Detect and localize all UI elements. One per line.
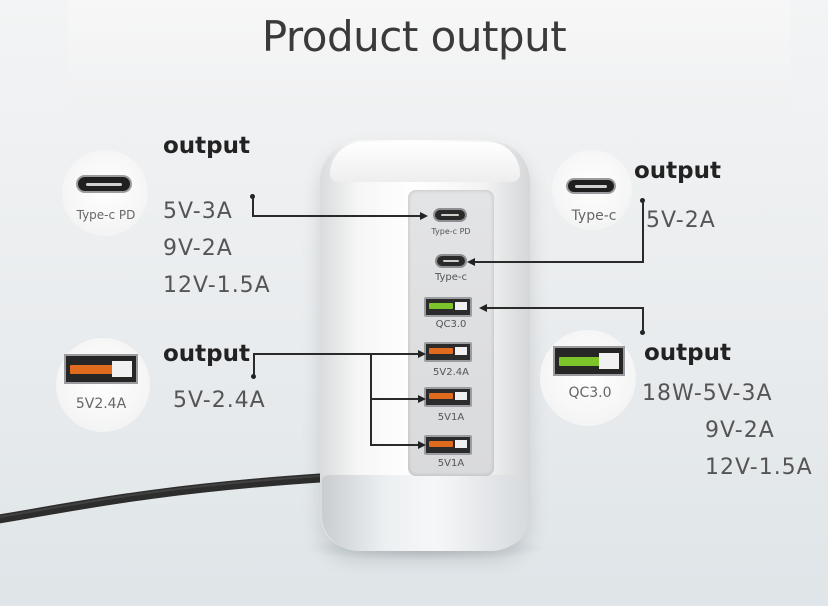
port-5v1a-2-contacts (455, 440, 467, 448)
connector-line-qc3-v (642, 308, 644, 333)
spec-right-bottom-1: 18W-5V-3A (642, 381, 773, 406)
port-type-c (435, 254, 467, 268)
port-5v1a-2 (424, 435, 472, 455)
port-label-type-c: Type-c (434, 272, 468, 283)
page-title: Product output (261, 12, 567, 61)
port-qc3-tongue (429, 303, 453, 309)
connector-line-qc3-h (486, 307, 644, 309)
connector-line-type-c-v (642, 200, 644, 262)
connector-line-usb-h1 (253, 353, 420, 355)
usb-5v2-4a-icon (64, 354, 138, 384)
spec-left-bottom-1: 5V-2.4A (173, 388, 266, 413)
charger-top-cap (330, 142, 520, 182)
port-5v2-4a-tongue (429, 348, 453, 354)
port-qc3 (424, 297, 472, 317)
connector-line-pd-h (252, 215, 422, 217)
connector-line-pd-v (252, 196, 254, 216)
charger-base (322, 475, 528, 551)
connector-line-usb-v1 (253, 354, 255, 376)
port-label-5v1a-1: 5V1A (437, 412, 465, 423)
heading-output-right-bottom: output (644, 340, 732, 366)
type-c-pd-icon (76, 175, 132, 193)
icon-circle-type-c-pd (62, 150, 148, 236)
connector-line-type-c-h (474, 261, 644, 263)
port-5v1a-1-tongue (429, 393, 453, 399)
icon-label-5v2-4a: 5V2.4A (75, 396, 127, 412)
title-band (68, 0, 790, 108)
usb-qc3-icon (553, 346, 625, 376)
connector-dot-usb (251, 374, 256, 379)
connector-arrow-type-c (467, 258, 475, 266)
port-qc3-contacts (455, 302, 467, 310)
spec-right-bottom-3: 12V-1.5A (705, 455, 813, 480)
icon-circle-qc3 (540, 330, 636, 426)
icon-label-type-c-pd: Type-c PD (76, 208, 136, 222)
spec-left-top-1: 5V-3A (163, 199, 233, 224)
spec-left-top-2: 9V-2A (163, 236, 233, 261)
port-label-5v1a-2: 5V1A (437, 458, 465, 469)
spec-left-top-3: 12V-1.5A (163, 273, 271, 298)
port-panel (408, 190, 494, 476)
port-label-type-c-pd: Type-c PD (431, 227, 471, 236)
port-5v1a-1 (424, 387, 472, 407)
power-cable (0, 473, 325, 524)
port-5v1a-2-tongue (429, 441, 453, 447)
connector-arrow-usb-3 (418, 441, 426, 449)
icon-label-qc3: QC3.0 (568, 385, 612, 401)
connector-line-usb-h3 (370, 444, 420, 446)
spec-right-bottom-2: 9V-2A (705, 418, 775, 443)
heading-output-left-bottom: output (163, 341, 251, 367)
port-5v2-4a (424, 342, 472, 362)
type-c-icon (566, 178, 616, 194)
icon-circle-5v2-4a (56, 338, 150, 432)
connector-line-usb-h2 (370, 398, 420, 400)
port-5v1a-1-contacts (455, 392, 467, 400)
port-label-5v2-4a: 5V2.4A (433, 367, 469, 378)
heading-output-left-top: output (163, 133, 251, 159)
port-5v2-4a-contacts (455, 347, 467, 355)
connector-arrow-qc3 (479, 304, 487, 312)
icon-label-type-c: Type-c (571, 208, 617, 224)
heading-output-right-top: output (634, 158, 722, 184)
port-label-qc3: QC3.0 (435, 319, 467, 330)
connector-arrow-pd (420, 212, 428, 220)
port-type-c-pd (433, 208, 467, 222)
connector-arrow-usb-2 (418, 395, 426, 403)
spec-right-top-1: 5V-2A (646, 208, 716, 233)
connector-arrow-usb-1 (418, 350, 426, 358)
